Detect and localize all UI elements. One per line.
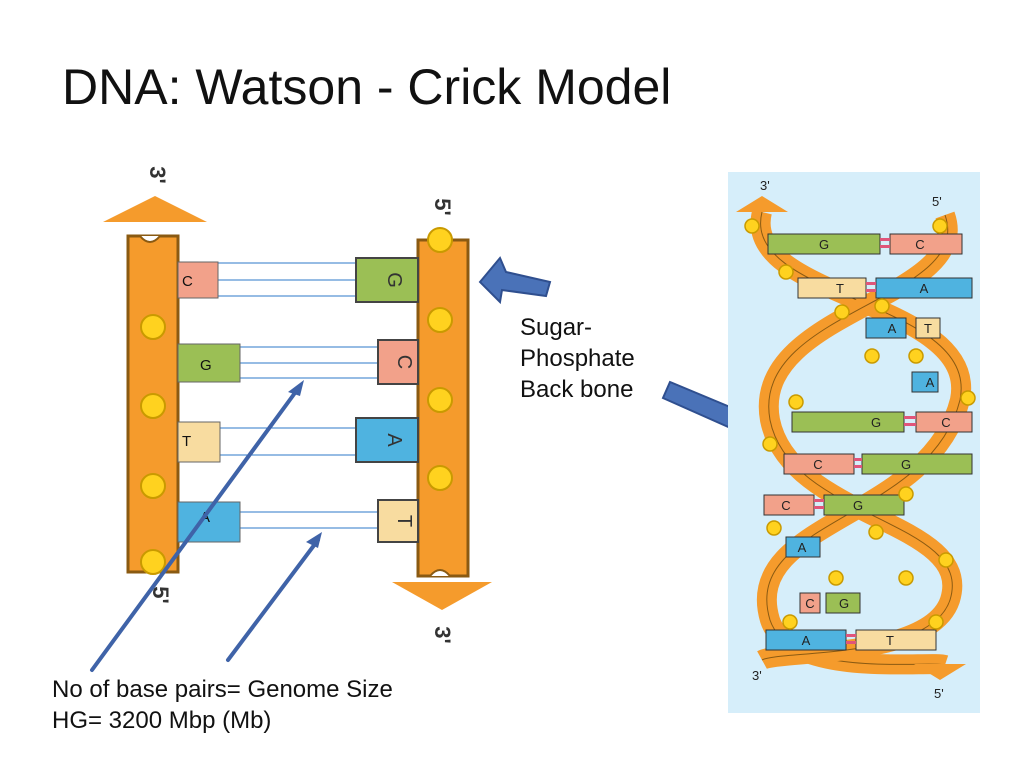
helix-base-letter: A [888,321,897,336]
helix-base-letter: C [813,457,822,472]
helix-base-letter: A [926,375,935,390]
left-phosphate [140,314,166,340]
callout-line: No of base pairs= Genome Size [52,676,393,703]
base-block [355,417,419,463]
right-phosphate [427,227,453,253]
left-strand-top-arrow [103,196,207,222]
left-phosphate [140,393,166,419]
right-phosphate [427,307,453,333]
right-phosphate [427,387,453,413]
right-strand-bottom-end-label: 3' [430,626,455,643]
helix-base-letter: T [924,321,932,336]
base-letter: T [393,515,415,527]
helix-top-left-end: 3' [760,178,770,193]
base-pair-pointer-head [288,380,304,396]
right-strand-top-end-label: 5' [430,198,455,215]
helix-base-letter: C [915,237,924,252]
helix-base-letter: A [802,633,811,648]
helix-base-letter: G [901,457,911,472]
left-strand-bottom-end-label: 5' [148,586,173,603]
right-strand-bottom-arrow [392,582,492,610]
base-letter: G [200,357,212,374]
callout-line: Phosphate [520,345,635,373]
base-block [377,339,419,385]
helix-base-letter: C [941,415,950,430]
base-pair-pointer-head [306,532,322,548]
callout-line: Sugar- [520,314,593,341]
left-phosphate [140,473,166,499]
backbone-pointer-arrow [478,256,552,305]
helix-base-letter: A [920,281,929,296]
helix-bottom-arrow [914,664,966,680]
base-letter: T [182,433,191,450]
helix-base-letter: T [886,633,894,648]
base-letter: A [383,433,405,447]
helix-base-letter: C [781,498,790,513]
helix-bottom-left-end: 3' [752,668,762,683]
helix-top-right-end: 5' [932,194,942,209]
helix-base-letter: G [839,596,849,611]
base-pair-pointer-line [226,538,320,662]
helix-base-letter: G [871,415,881,430]
helix-base-letter: A [798,540,807,555]
base-block [355,257,419,303]
helix-base-letter: G [819,237,829,252]
right-phosphate [427,465,453,491]
ladder-diagram: 3' 5' 5' 3' C G G [103,166,492,644]
helix-base-letter: T [836,281,844,296]
slide-title: DNA: Watson - Crick Model [62,59,672,115]
helix-base-letter: G [853,498,863,513]
callout-line: HG= 3200 Mbp (Mb) [52,707,272,735]
left-phosphate [140,549,166,575]
left-strand-top-end-label: 3' [145,166,170,183]
sugar-phosphate-callout: Sugar- Phosphate Back bone [520,312,635,406]
base-pairs-callout: No of base pairs= Genome Size HG= 3200 M… [52,674,393,736]
base-letter: C [393,355,415,369]
base-block [177,261,219,299]
double-helix-diagram: 3' 5' [728,172,980,713]
base-block [177,421,221,463]
helix-bottom-right-end: 5' [934,686,944,701]
base-block [177,343,241,383]
base-pair-pointer-line [90,384,302,672]
helix-base-letter: C [805,596,814,611]
base-letter: C [182,273,193,290]
base-block [377,499,419,543]
base-letter: G [383,272,405,288]
callout-line: Back bone [520,376,634,404]
helix-top-arrow [736,196,788,212]
